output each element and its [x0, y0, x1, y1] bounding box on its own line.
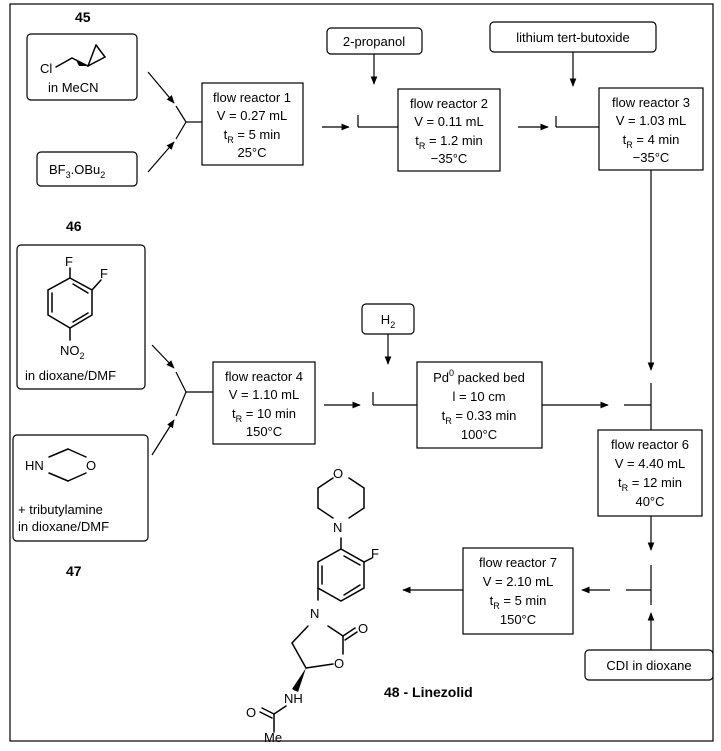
linezolid-label: 48 - Linezolid [384, 684, 473, 700]
flow-reactor-4-box [212, 361, 316, 445]
flow-reactor-1-time: tR = 5 min [224, 127, 281, 145]
linezolid-carbonyl-o: O [358, 621, 368, 636]
flow-reactor-7-box [462, 547, 574, 635]
flow-reactor-4-time: tR = 10 min [232, 406, 296, 424]
flow-reactor-4-volume: V = 1.10 mL [229, 387, 299, 402]
pd-packed-bed-box [416, 361, 543, 449]
flow-reactor-6-box [597, 429, 703, 517]
cdi-label: CDI in dioxane [606, 658, 691, 673]
pd-packed-bed-title: Pd0 packed bed [433, 368, 525, 385]
compound-47-box [12, 434, 149, 542]
compound-47-number: 47 [66, 563, 82, 579]
compound-46-fluorine-2: F [100, 266, 108, 281]
flow-reactor-6-volume: V = 4.40 mL [615, 456, 685, 471]
flow-reactor-7-volume: V = 2.10 mL [483, 574, 553, 589]
flow-reactor-3-title: flow reactor 3 [612, 95, 690, 110]
flow-reactor-1-temp: 25°C [237, 145, 266, 160]
flow-reactor-6-title: flow reactor 6 [611, 437, 689, 452]
linezolid-amide-o: O [246, 705, 256, 720]
linezolid-ring-o: O [334, 656, 344, 671]
flow-reactor-4-temp: 150°C [246, 424, 282, 439]
arrow-bf3-to-merge [147, 141, 175, 173]
flow-reactor-2-temp: −35°C [431, 151, 468, 166]
compound-47-amine: HN [25, 458, 44, 473]
compound-45-chlorine: Cl [40, 61, 52, 76]
flow-reactor-7-title: flow reactor 7 [479, 555, 557, 570]
linezolid-fluorine: F [371, 546, 379, 561]
tbuoli-label: lithium tert-butoxide [516, 30, 629, 45]
flow-reactor-1-volume: V = 0.27 mL [217, 108, 287, 123]
linezolid-nh: NH [284, 691, 303, 706]
compound-47-line1: + tributylamine [18, 502, 103, 517]
flow-reactor-6-temp: 40°C [635, 494, 664, 509]
flow-reactor-3-temp: −35°C [633, 150, 670, 165]
pd-packed-bed-temp: 100°C [461, 427, 497, 442]
flow-reactor-6-time: tR = 12 min [618, 475, 682, 493]
outer-frame [9, 3, 714, 742]
flow-reactor-1-title: flow reactor 1 [213, 90, 291, 105]
linezolid-structure [259, 477, 373, 733]
flow-reactor-4-title: flow reactor 4 [225, 369, 303, 384]
flow-reactor-2-time: tR = 1.2 min [415, 133, 483, 151]
linezolid-morpholine-n: N [333, 520, 342, 535]
linezolid-methyl: Me [264, 730, 282, 745]
linezolid-oxazolidinone-n: N [310, 606, 319, 621]
compound-46-nitro: NO2 [60, 343, 85, 361]
compound-46-fluorine-1: F [65, 254, 73, 269]
compound-46-structure [47, 267, 102, 341]
propanol-label: 2-propanol [343, 34, 405, 49]
flow-reactor-2-volume: V = 0.11 mL [414, 114, 484, 129]
compound-47-oxygen: O [86, 458, 96, 473]
h2-label: H2 [381, 312, 395, 330]
flow-reactor-7-time: tR = 5 min [490, 593, 547, 611]
compound-45-structure: Cl [40, 44, 106, 76]
linezolid-morpholine-o: O [333, 466, 343, 481]
arrow-46-to-merge [151, 344, 175, 369]
flow-reactor-3-box [598, 87, 704, 171]
cdi-box [584, 649, 714, 681]
arrow-45-to-merge [147, 71, 175, 104]
compound-46-solvent: in dioxane/DMF [25, 368, 116, 383]
flow-reactor-2-box [397, 88, 501, 172]
compound-45-solvent: in MeCN [48, 80, 99, 95]
compound-45-box [26, 33, 138, 101]
flow-reactor-2-title: flow reactor 2 [410, 96, 488, 111]
flow-reactor-7-temp: 150°C [500, 612, 536, 627]
bf3-box [36, 151, 138, 187]
compound-45-number: 45 [75, 9, 91, 25]
pd-packed-bed-length: l = 10 cm [452, 389, 505, 404]
compound-47-line2: in dioxane/DMF [18, 519, 109, 534]
arrow-47-to-merge [151, 419, 175, 456]
flow-reactor-3-volume: V = 1.03 mL [616, 113, 686, 128]
pd-packed-bed-time: tR = 0.33 min [442, 408, 517, 426]
flow-reactor-3-time: tR = 4 min [623, 132, 680, 150]
compound-47-structure [48, 448, 87, 482]
compound-46-number: 46 [66, 218, 82, 234]
flow-reactor-1-box [201, 82, 304, 166]
bf3-label: BF3.OBu2 [49, 162, 105, 180]
